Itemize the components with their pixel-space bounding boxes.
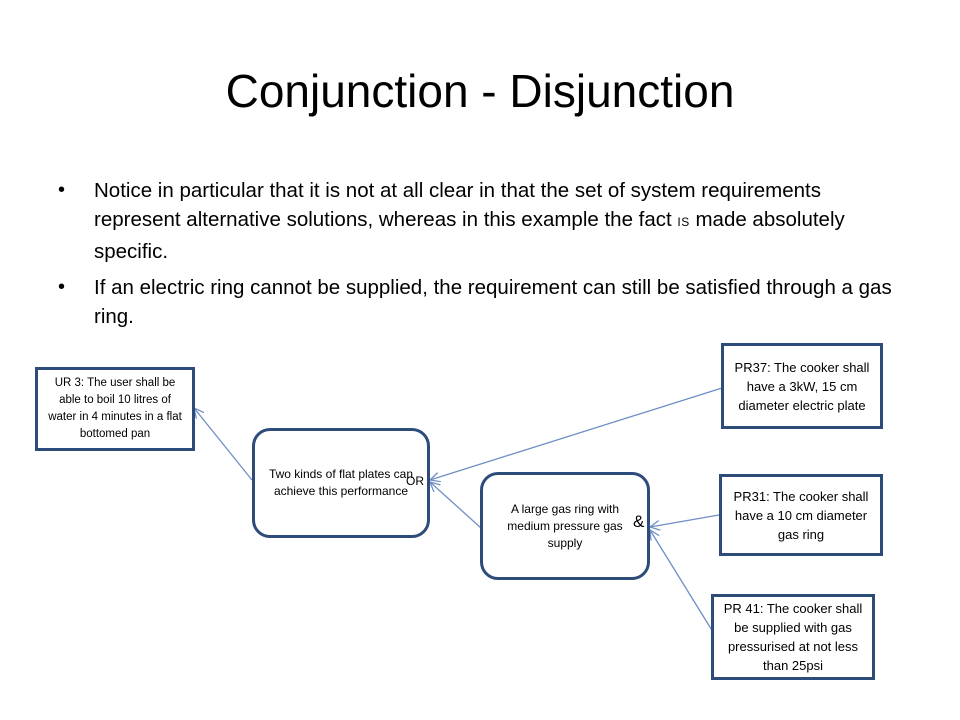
bullet-list: • Notice in particular that it is not at… xyxy=(58,176,908,338)
connector-two-kinds-to-ur3 xyxy=(194,408,253,481)
and-label: & xyxy=(633,512,645,531)
bullet-dot-icon: • xyxy=(58,179,66,201)
bullet-item-2: • If an electric ring cannot be supplied… xyxy=(58,273,908,331)
bullet-text: If an electric ring cannot be supplied, … xyxy=(94,276,892,328)
or-label: OR xyxy=(406,474,424,488)
gas-ring-box: A large gas ring with medium pressure ga… xyxy=(480,472,650,580)
pr41-box: PR 41: The cooker shall be supplied with… xyxy=(711,594,875,680)
connector-gas-ring-to-two-kinds xyxy=(430,482,482,529)
bullet-text-part-1: Notice in particular that it is not at a… xyxy=(94,179,821,231)
bullet-text-part-2: made absolutely specific. xyxy=(94,208,845,263)
slide-title: Conjunction - Disjunction xyxy=(225,65,735,117)
bullet-small-caps: IS xyxy=(677,215,690,229)
bullet-dot-icon: • xyxy=(58,276,66,298)
ur3-box: UR 3: The user shall be able to boil 10 … xyxy=(35,367,195,451)
two-kinds-box: Two kinds of flat plates can achieve thi… xyxy=(252,428,430,538)
pr31-box: PR31: The cooker shall have a 10 cm diam… xyxy=(719,474,883,556)
connector-pr41-to-gas-ring xyxy=(650,530,714,633)
connector-pr37-to-two-kinds xyxy=(430,387,723,480)
bullet-item-1: • Notice in particular that it is not at… xyxy=(58,176,908,266)
connector-pr31-to-gas-ring xyxy=(650,514,720,527)
pr37-box: PR37: The cooker shall have a 3kW, 15 cm… xyxy=(721,343,883,429)
